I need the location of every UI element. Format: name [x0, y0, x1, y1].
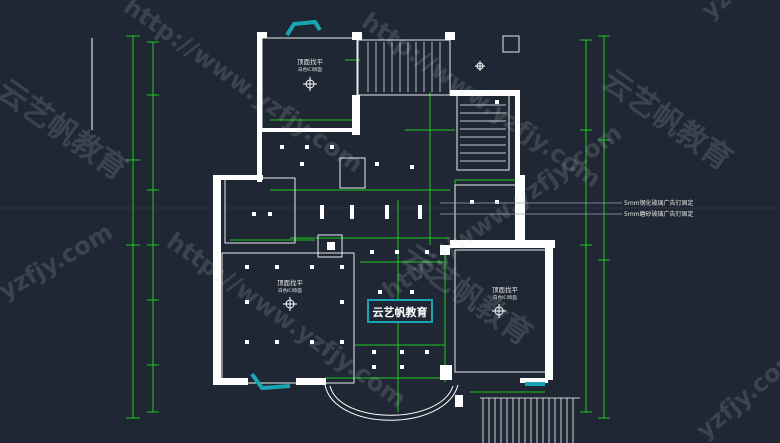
- room-note: 白色ICI饰面: [493, 294, 517, 301]
- watermark-url: http://www.yzfjy.com: [119, 0, 369, 178]
- watermark-brand: 云艺帆教育: [0, 73, 133, 188]
- dimension-lines: [126, 35, 610, 419]
- room-note: 白色ICI饰面: [278, 287, 302, 294]
- ceiling-light-icon: [492, 304, 506, 318]
- room-title: 顶面找平: [297, 57, 324, 66]
- ceiling-light-icon: [283, 297, 297, 311]
- brand-badge-frame: [367, 299, 433, 323]
- ceiling-light-icon: [475, 61, 485, 71]
- watermark-domain: yzfjy.com: [0, 218, 118, 306]
- annotation-tempered-glass: 5mm钢化玻璃广告钉固定: [624, 199, 694, 207]
- watermark-brand: 云艺帆教育: [595, 63, 738, 178]
- walls: [213, 32, 555, 407]
- stair-hatching: [367, 42, 506, 162]
- ceiling-light-icon: [303, 77, 317, 91]
- downlights: [245, 92, 499, 369]
- annotation-frosted-glass: 5mm磨砂玻璃广告钉固定: [624, 210, 694, 218]
- windows: [250, 19, 545, 391]
- watermark-domain: yzfjy.com: [691, 342, 780, 443]
- brand-badge: 云艺帆教育: [373, 305, 428, 319]
- annotation-leaders: [440, 202, 622, 215]
- watermark-domain: yzfjy.com: [696, 0, 780, 25]
- room-title: 顶面找平: [492, 285, 519, 294]
- watermark-brand: 云艺帆教育: [395, 238, 538, 353]
- balcony-arc: [329, 385, 454, 416]
- balcony-arc: [324, 384, 459, 421]
- room-title: 顶面找平: [277, 278, 304, 287]
- room-note: 白色ICI饰面: [298, 66, 322, 73]
- railing: [480, 397, 580, 443]
